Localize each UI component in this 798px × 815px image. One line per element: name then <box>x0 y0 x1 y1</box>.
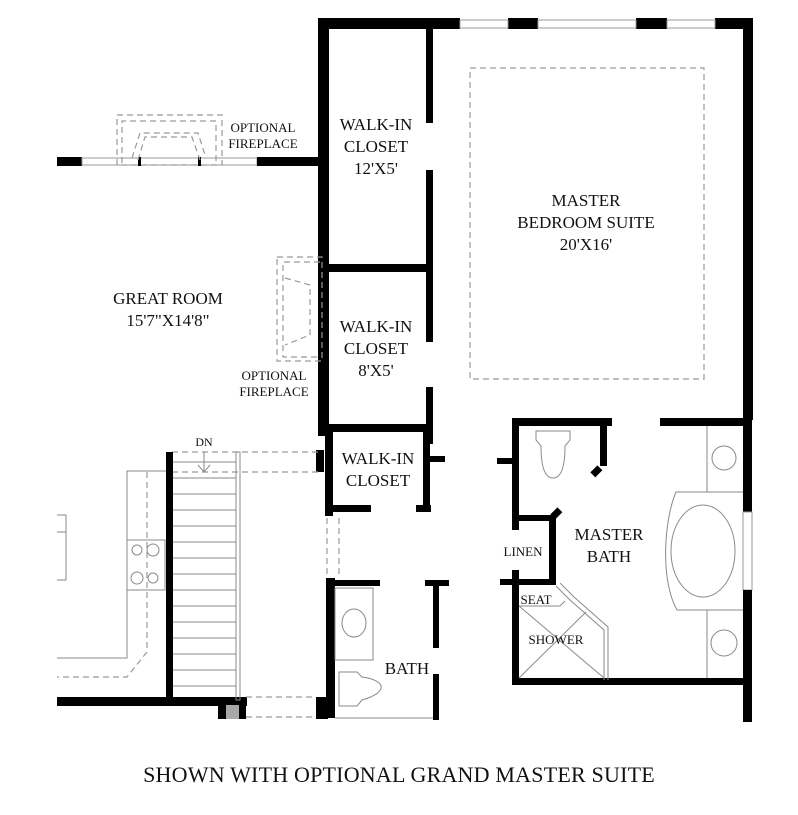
bathtub-icon <box>665 491 743 611</box>
walk-in-closet-1-size: 12'X5' <box>354 159 398 178</box>
toilet-icon <box>535 430 571 479</box>
hall-bath-fixtures <box>334 587 433 719</box>
down-arrow-icon <box>197 452 211 473</box>
walls <box>57 18 753 722</box>
fireplace-side-label-line2: FIREPLACE <box>239 384 308 399</box>
staircase <box>166 451 241 701</box>
kitchen-counter <box>57 470 166 659</box>
fireplace-top-label-line1: OPTIONAL <box>231 120 296 135</box>
sink-icon <box>710 629 738 657</box>
walk-in-closet-2-label-line1: WALK-IN <box>340 317 413 336</box>
walk-in-closet-1-label-line2: CLOSET <box>344 137 409 156</box>
shower-label: SHOWER <box>529 632 584 647</box>
walk-in-closet-1-label-line1: WALK-IN <box>340 115 413 134</box>
linen-label: LINEN <box>504 544 544 559</box>
master-bedroom-size: 20'X16' <box>560 235 612 254</box>
walk-in-closet-3-label-line2: CLOSET <box>346 471 411 490</box>
great-room-size: 15'7"X14'8" <box>126 311 209 330</box>
master-bath-fixtures <box>518 426 743 680</box>
walk-in-closet-2-size: 8'X5' <box>358 361 393 380</box>
fireplace-top-label-line2: FIREPLACE <box>228 136 297 151</box>
stairs-down-label: DN <box>195 435 213 449</box>
master-bedroom-label-line2: BEDROOM SUITE <box>517 213 654 232</box>
room-labels: OPTIONAL FIREPLACE WALK-IN CLOSET 12'X5'… <box>113 115 655 678</box>
sink-icon <box>341 608 367 638</box>
fireplace-side-label-line1: OPTIONAL <box>242 368 307 383</box>
plan-caption: SHOWN WITH OPTIONAL GRAND MASTER SUITE <box>143 762 655 787</box>
toilet-icon <box>338 671 382 707</box>
master-bath-label-line1: MASTER <box>575 525 645 544</box>
cooktop-icon <box>130 543 160 585</box>
great-room-label: GREAT ROOM <box>113 289 223 308</box>
seat-label: SEAT <box>520 592 551 607</box>
walk-in-closet-2-label-line2: CLOSET <box>344 339 409 358</box>
master-bath-label-line2: BATH <box>587 547 631 566</box>
optional-elements <box>57 67 705 718</box>
master-bedroom-label-line1: MASTER <box>552 191 622 210</box>
sink-icon <box>711 445 737 471</box>
walk-in-closet-3-label-line1: WALK-IN <box>342 449 415 468</box>
bath-label: BATH <box>385 659 429 678</box>
